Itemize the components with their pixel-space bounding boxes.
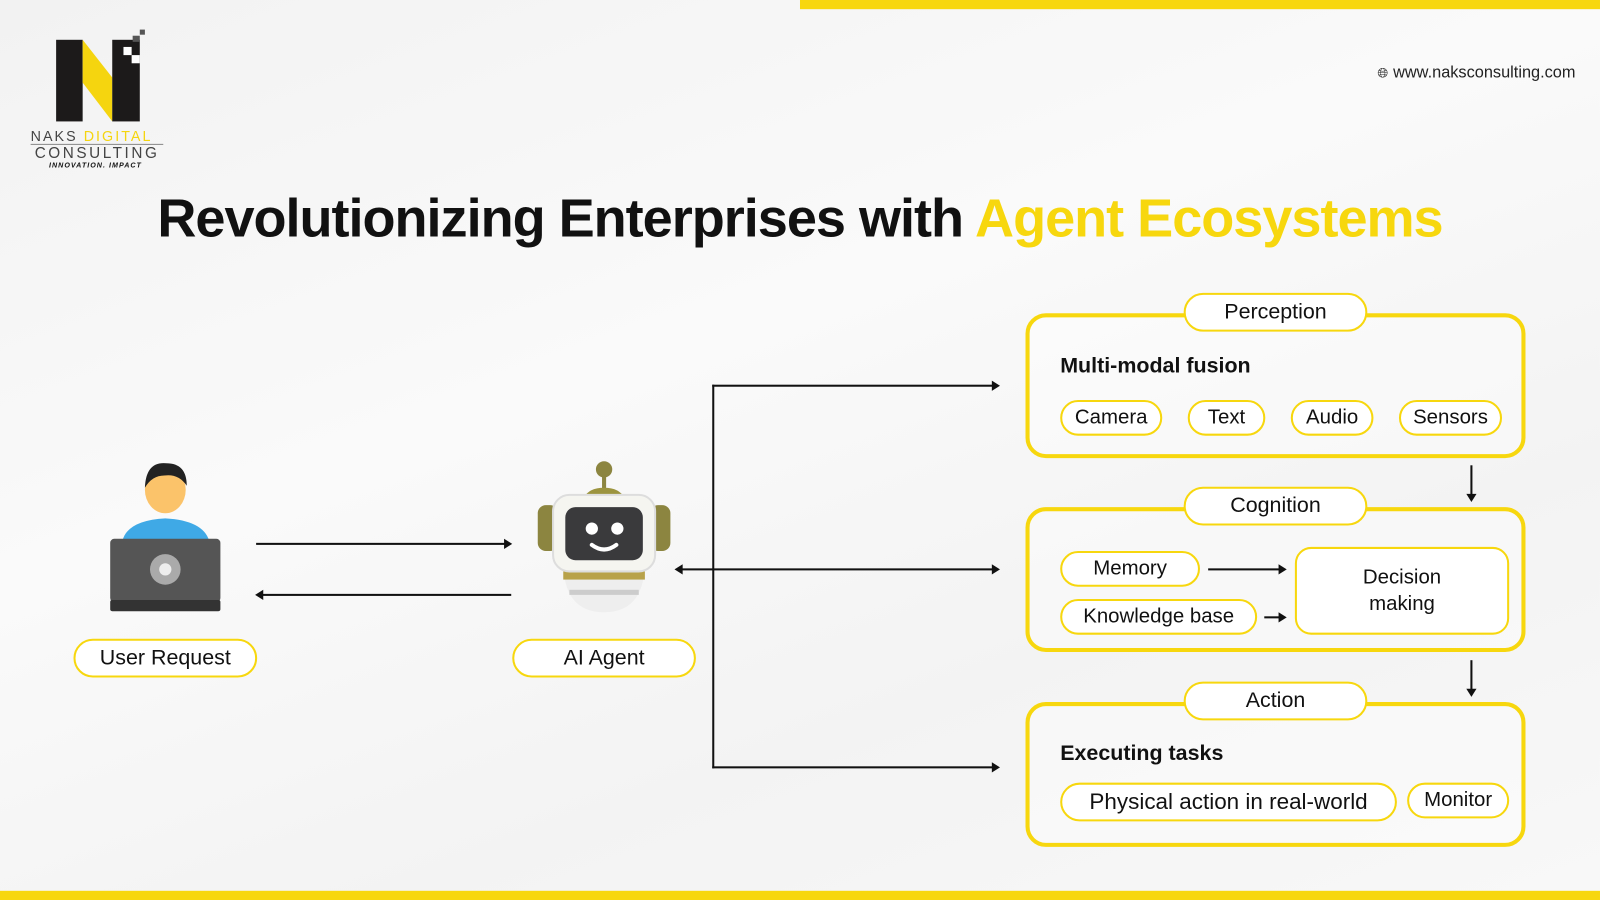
chip-sensors: Sensors [1398,399,1503,436]
chip-audio: Audio [1290,399,1374,436]
ai-agent-label: AI Agent [512,638,696,678]
logo-text-digital: DIGITAL [83,127,153,144]
request-arrow [256,542,508,545]
logo-tagline: INNOVATION. IMPACT [48,162,142,170]
arrow-to-perception [712,384,993,387]
arrow-to-cognition [681,568,993,571]
connector-vertical [712,384,715,769]
arrow-memory-to-decision [1208,568,1280,571]
chip-knowledge-base: Knowledge base [1060,598,1258,635]
chip-monitor: Monitor [1407,782,1510,819]
globe-icon: 🌐︎ [1377,65,1388,81]
top-accent-bar [799,0,1600,10]
arrow-perception-to-cognition [1470,465,1473,496]
website-link[interactable]: 🌐︎ www.naksconsulting.com [1377,64,1575,82]
action-box [1025,702,1526,847]
chip-camera: Camera [1060,399,1163,436]
bottom-accent-bar [0,890,1600,900]
ai-agent-robot-icon [537,461,671,613]
action-subtitle: Executing tasks [1060,741,1224,766]
cognition-label: Cognition [1183,486,1368,526]
response-arrow [261,593,512,596]
chip-memory: Memory [1060,551,1200,587]
decision-making-box: Decision making [1294,546,1510,635]
title-highlight: Agent Ecosystems [975,188,1444,249]
perception-label: Perception [1183,292,1368,332]
chip-text: Text [1187,399,1266,436]
company-logo: NAKS DIGITAL CONSULTING INNOVATION. IMPA… [30,27,164,170]
website-text: www.naksconsulting.com [1393,64,1576,82]
arrow-cognition-to-action [1470,660,1473,691]
user-request-label: User Request [73,638,258,678]
title-main: Revolutionizing Enterprises with [157,188,976,249]
perception-subtitle: Multi-modal fusion [1060,354,1251,378]
perception-box [1025,313,1526,459]
logo-text-naks: NAKS [30,127,78,144]
page-title: Revolutionizing Enterprises with Agent E… [0,188,1600,250]
arrow-knowledge-to-decision [1264,616,1280,619]
chip-physical-action: Physical action in real-world [1060,782,1397,822]
arrow-to-action [712,766,993,769]
action-label: Action [1183,681,1368,721]
logo-n-icon [56,29,145,122]
user-laptop-icon [110,463,221,612]
logo-text-consulting: CONSULTING [30,143,164,162]
